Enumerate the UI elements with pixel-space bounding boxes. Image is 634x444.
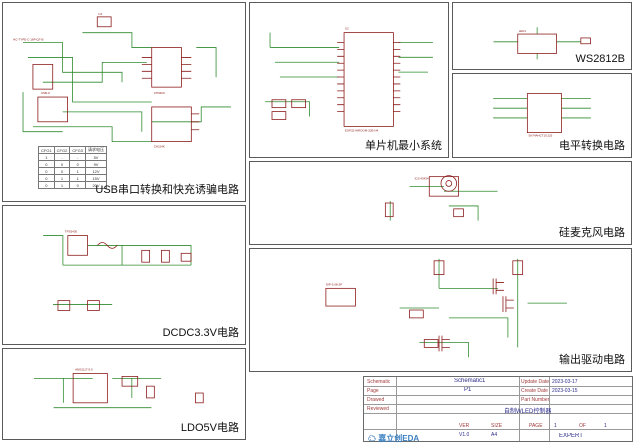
tb-part-label: Part Number <box>521 397 550 403</box>
tb-ver-value: V1.0 <box>459 432 470 438</box>
level-panel: SN74AHCT1G125 电平转换电路 <box>452 73 632 158</box>
title-block: Schematic Schematic1 Page P1 Drawed Revi… <box>363 376 633 444</box>
drive-panel: DIP-5.08-2P 输出驱动电路 <box>249 248 632 372</box>
tb-schematic-value: Schematic1 <box>454 378 486 384</box>
tb-update-label: Update Date <box>521 379 550 385</box>
svg-text:CH224K: CH224K <box>154 145 165 149</box>
table-cell: 0 <box>38 160 55 168</box>
tb-project-value: 自制WLED控制器 <box>504 409 552 415</box>
table-cell: 1 <box>53 181 71 189</box>
usb-panel: HC-TYPE-C-16P-QT-B CH340C CH224K U3 USB-… <box>2 2 246 202</box>
table-cell: 0 <box>69 181 87 189</box>
table-cell: 20V <box>85 181 108 189</box>
usb-schematic: HC-TYPE-C-16P-QT-B CH340C CH224K U3 USB-… <box>13 12 231 149</box>
svg-text:TPS5430: TPS5430 <box>65 230 78 234</box>
ws2812-schematic: LED1 <box>493 27 591 60</box>
usb-panel-title: USB串口转换和快充诱骗电路 <box>95 184 239 196</box>
ldo-schematic: AMS1117-5.0 <box>33 368 204 409</box>
tb-page2-value: 1 <box>554 423 557 429</box>
tb-page2-label: PAGE <box>529 423 543 429</box>
usb-config-table: CFG1 CFG2 CFG3 请求电压 1 - - 5V 0 0 0 9V 0 … <box>38 146 108 189</box>
tb-page-value: P1 <box>464 387 472 393</box>
mcu-panel-title: 单片机最小系统 <box>365 140 442 152</box>
tb-size-value: A4 <box>491 432 498 438</box>
svg-text:SN74AHCT1G125: SN74AHCT1G125 <box>528 133 552 137</box>
tb-schematic-label: Schematic <box>367 379 391 385</box>
mic-panel: ICS-43434 硅麦克风电路 <box>249 161 632 245</box>
svg-text:U2: U2 <box>345 27 349 31</box>
level-panel-title: 电平转换电路 <box>559 140 625 152</box>
level-schematic: SN74AHCT1G125 <box>493 93 591 137</box>
table-cell: - <box>69 153 87 161</box>
tb-reviewed-label: Reviewed <box>367 406 389 412</box>
svg-text:ICS-43434: ICS-43434 <box>415 177 429 181</box>
ldo-panel: AMS1117-5.0 LDO5V电路 <box>2 348 246 440</box>
svg-text:U3: U3 <box>98 12 102 16</box>
table-cell: 5V <box>85 153 108 161</box>
table-row: 0 1 0 20V <box>38 181 108 189</box>
tb-create-value: 2023-03-15 <box>552 388 578 394</box>
table-cell: 1 <box>38 153 55 161</box>
svg-text:USB-C: USB-C <box>41 91 51 95</box>
table-cell: 9V <box>85 160 108 168</box>
table-cell: 1 <box>69 167 87 175</box>
mic-schematic: ICS-43434 <box>384 175 498 221</box>
table-cell: 0 <box>38 174 55 182</box>
table-row: 0 0 0 9V <box>38 160 108 168</box>
dcdc-panel-title: DCDC3.3V电路 <box>162 327 239 339</box>
mcu-schematic: ESP32-WROOM-32E-N4 U2 <box>265 27 433 132</box>
mic-panel-title: 硅麦克风电路 <box>559 227 625 239</box>
table-cell: - <box>53 153 71 161</box>
cloud-icon: ☁ <box>368 434 376 443</box>
table-header-row: CFG1 CFG2 CFG3 请求电压 <box>38 146 108 154</box>
table-cell: 0 <box>53 160 71 168</box>
table-header: CFG3 <box>69 146 87 154</box>
table-cell: 1 <box>53 174 71 182</box>
tb-update-value: 2023-03-17 <box>552 379 578 385</box>
table-header: 请求电压 <box>85 146 108 154</box>
dcdc-schematic: TPS5430 <box>43 230 192 311</box>
table-cell: 0 <box>53 167 71 175</box>
table-row: 0 0 1 12V <box>38 167 108 175</box>
ws2812-panel: LED1 WS2812B <box>452 2 632 70</box>
tb-of-value: 1 <box>604 423 607 429</box>
svg-text:HC-TYPE-C-16P-QT-B: HC-TYPE-C-16P-QT-B <box>13 38 43 42</box>
table-cell: 12V <box>85 167 108 175</box>
tb-expert-value: EXPERT <box>559 433 583 439</box>
svg-text:DIP-5.08-2P: DIP-5.08-2P <box>326 282 342 286</box>
table-cell: 0 <box>38 181 55 189</box>
table-cell: 1 <box>69 174 87 182</box>
tb-create-label: Create Date <box>521 388 548 394</box>
table-header: CFG2 <box>53 146 71 154</box>
ldo-panel-title: LDO5V电路 <box>180 422 239 434</box>
svg-text:LED1: LED1 <box>519 29 527 33</box>
svg-text:ESP32-WROOM-32E-N4: ESP32-WROOM-32E-N4 <box>345 128 379 132</box>
tb-page-label: Page <box>367 388 379 394</box>
tb-drawed-label: Drawed <box>367 397 385 403</box>
table-cell: 0 <box>38 167 55 175</box>
logo-text: 嘉立创EDA <box>378 434 420 443</box>
tb-of-label: OF <box>579 423 586 429</box>
tb-ver-label: VER <box>459 423 470 429</box>
tb-size-label: SIZE <box>491 423 503 429</box>
easyeda-logo: ☁ 嘉立创EDA <box>368 433 419 444</box>
ws2812-panel-title: WS2812B <box>575 53 625 65</box>
drive-panel-title: 输出驱动电路 <box>559 354 625 366</box>
drive-schematic: DIP-5.08-2P <box>325 258 567 358</box>
table-row: 1 - - 5V <box>38 153 108 161</box>
svg-text:CH340C: CH340C <box>154 91 166 95</box>
svg-text:AMS1117-5.0: AMS1117-5.0 <box>75 368 93 372</box>
mcu-panel: ESP32-WROOM-32E-N4 U2 单片机最小系统 <box>249 2 449 158</box>
table-cell: 0 <box>69 160 87 168</box>
table-header: CFG1 <box>38 146 55 154</box>
dcdc-panel: TPS5430 DCDC3.3V电路 <box>2 205 246 345</box>
